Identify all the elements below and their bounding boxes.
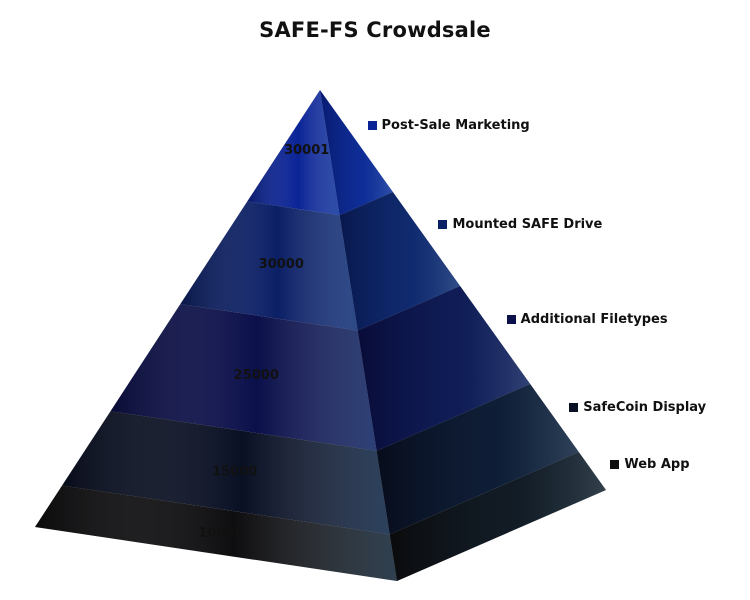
legend-item: Web App — [610, 457, 690, 473]
legend-item: Mounted SAFE Drive — [438, 217, 602, 232]
legend-item: SafeCoin Display — [569, 400, 706, 415]
legend-swatch — [610, 460, 620, 470]
pyramid-segment-right-shade-2 — [357, 286, 531, 451]
legend-label: Web App — [624, 457, 690, 473]
pyramid-segment-left-shade-2 — [110, 304, 377, 451]
legend-item: Post-Sale Marketing — [367, 117, 530, 133]
pyramid-segment-right-shade-0 — [320, 90, 393, 216]
pyramid-segment-right-shade-1 — [339, 192, 461, 331]
legend-swatch — [438, 219, 448, 229]
value-label: 25000 — [234, 368, 279, 383]
value-label: 10000 — [198, 526, 243, 541]
pyramid-segment-left-shade-1 — [180, 201, 358, 331]
legend-label: Post-Sale Marketing — [381, 117, 530, 133]
legend-swatch — [367, 120, 377, 130]
legend-label: Mounted SAFE Drive — [452, 216, 603, 232]
legend-swatch — [506, 315, 516, 325]
legend-label: SafeCoin Display — [583, 399, 707, 415]
legend-item: Additional Filetypes — [506, 312, 668, 328]
pyramid-segment-right-shade-4 — [389, 452, 606, 581]
legend-label: Additional Filetypes — [520, 312, 668, 328]
pyramid-segment-left-shade-0 — [247, 90, 340, 216]
chart-title: SAFE-FS Crowdsale — [259, 18, 491, 42]
value-label: 30001 — [284, 143, 329, 158]
pyramid-segment-left-shade-3 — [62, 411, 390, 535]
pyramid-segment-left-shade-4 — [35, 485, 397, 581]
value-label: 15000 — [212, 465, 257, 480]
pyramid-segment-right-shade-3 — [376, 384, 579, 535]
legend-swatch — [569, 402, 579, 412]
value-label: 30000 — [259, 257, 304, 272]
